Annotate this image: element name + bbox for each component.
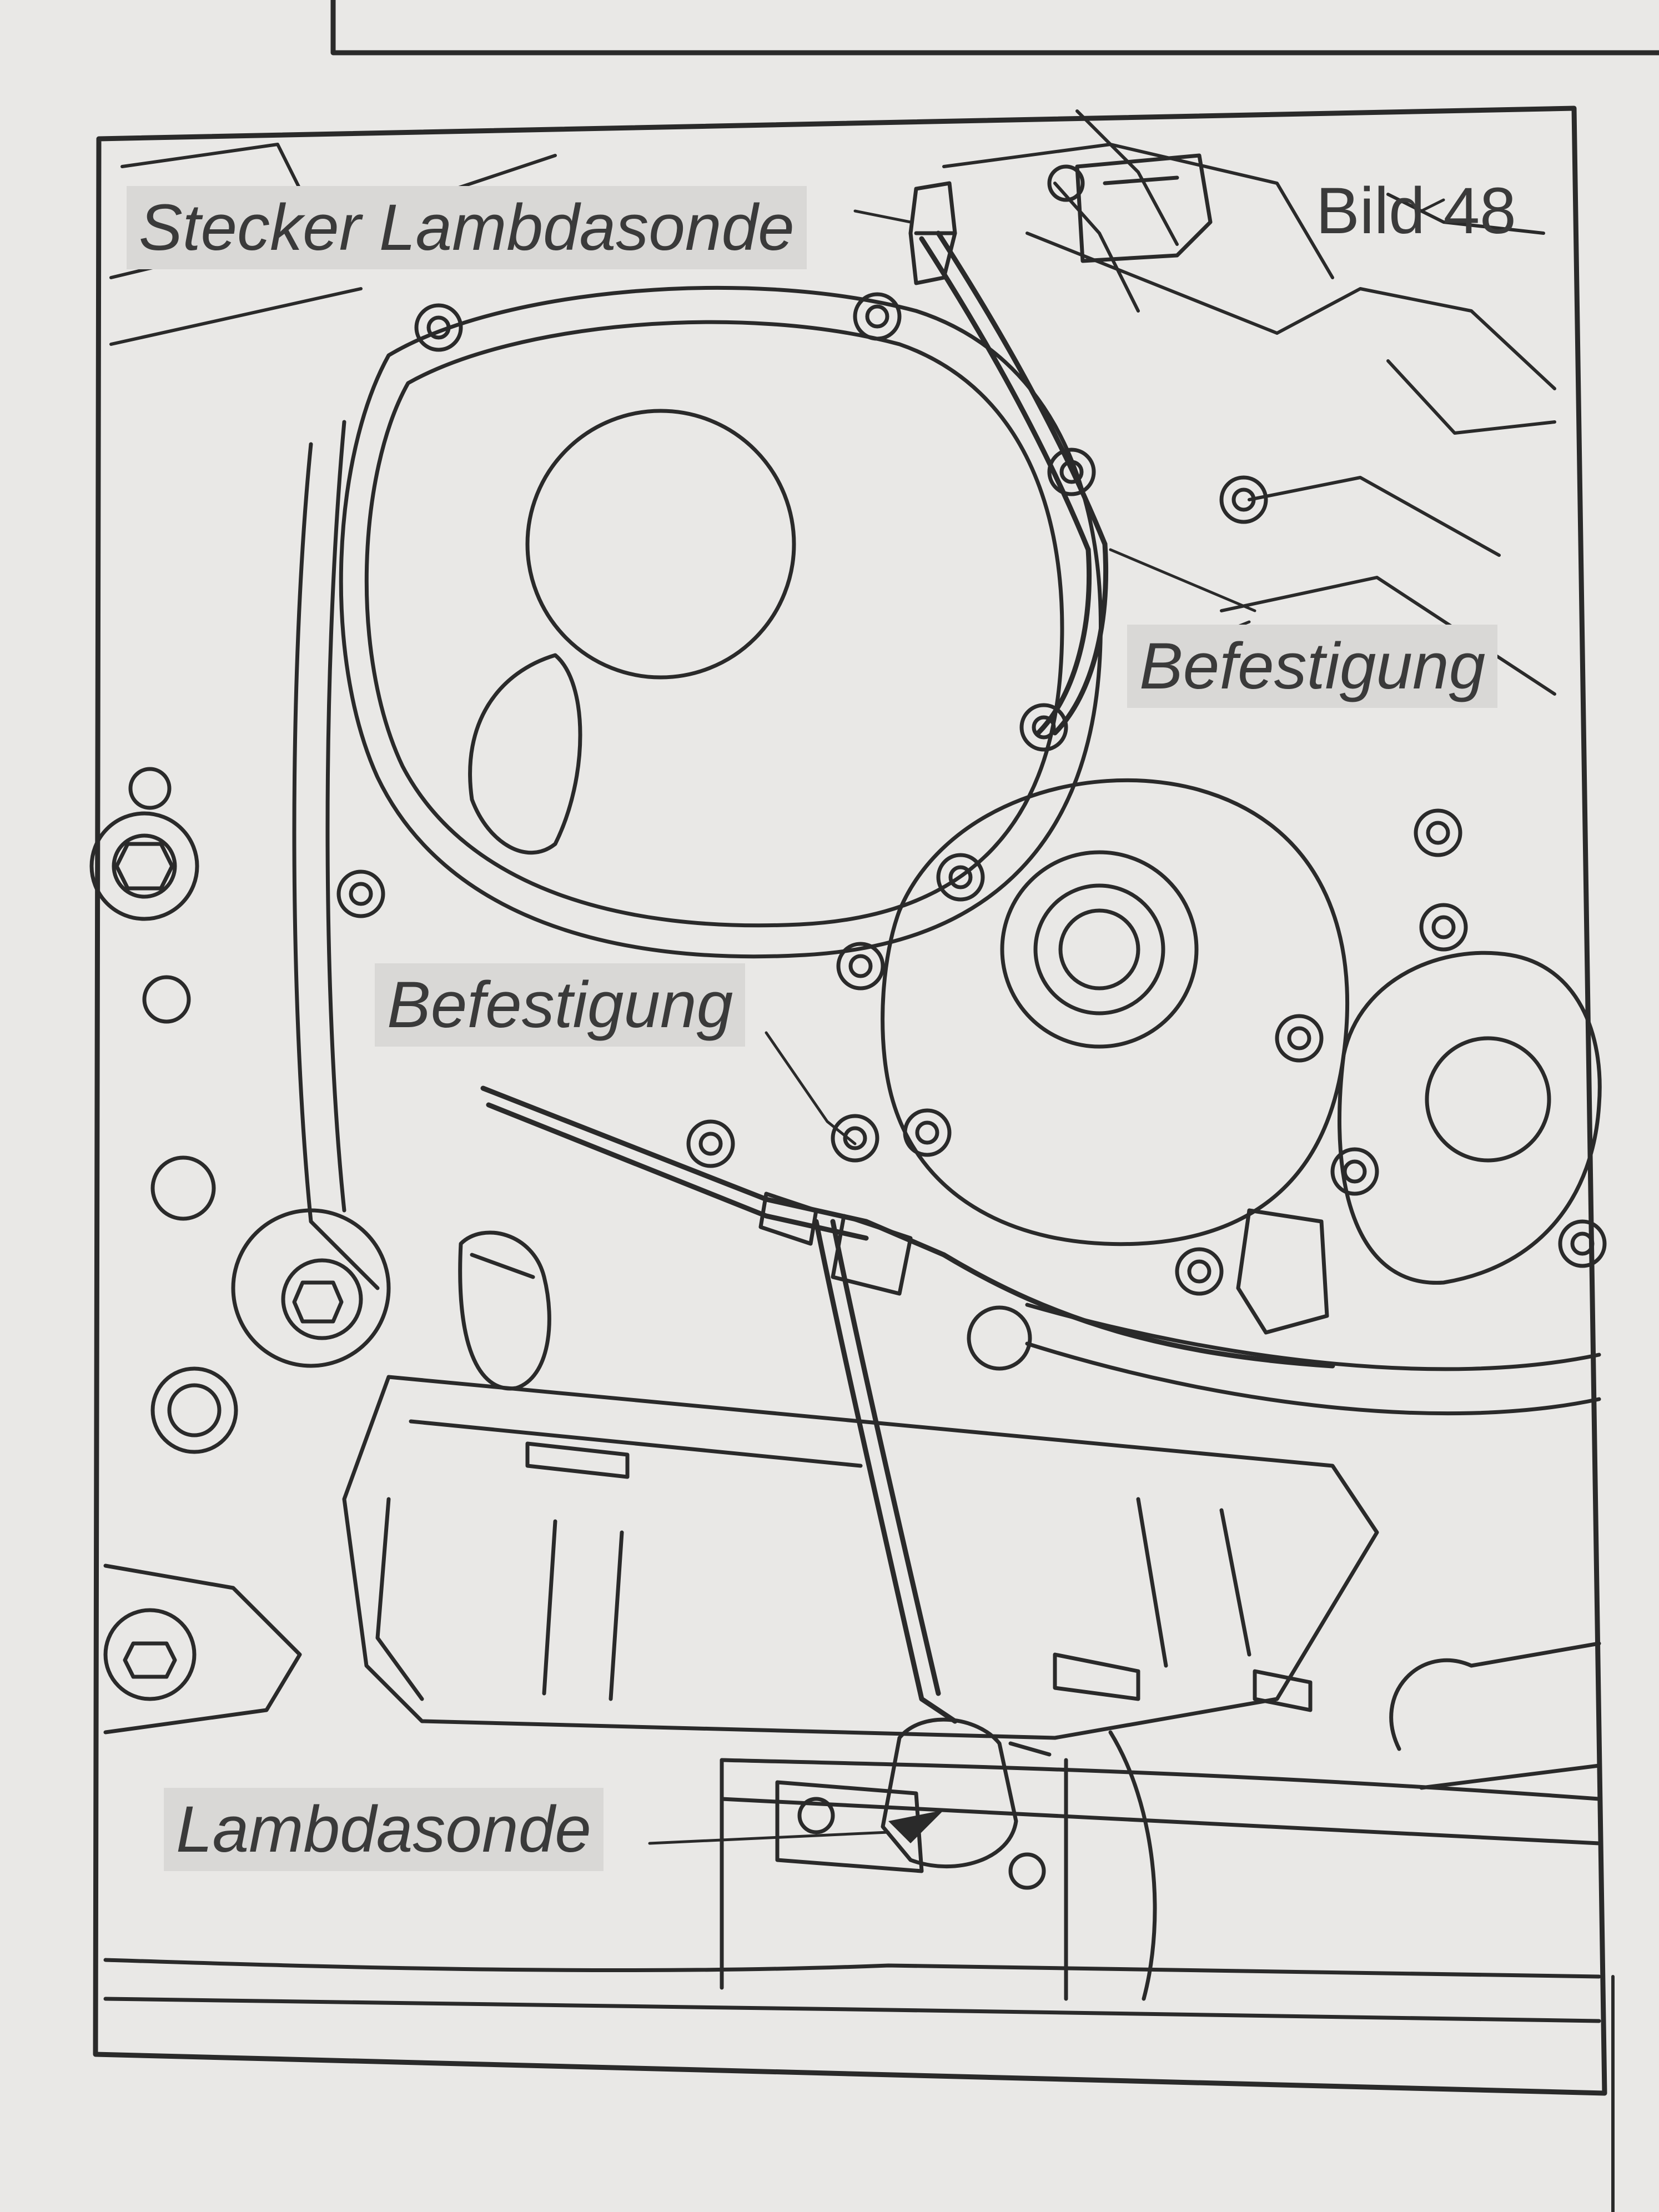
figure-number: Bild 48 xyxy=(1316,174,1516,248)
label-mount-lower: Befestigung xyxy=(375,963,746,1047)
lambda-connector xyxy=(908,181,957,285)
oil-pan xyxy=(342,1375,1379,1740)
label-connector-lambda-sensor: Stecker Lambdasonde xyxy=(127,186,807,269)
cable-clamp xyxy=(758,1192,1032,1371)
cylinder-head xyxy=(1047,153,1213,263)
starter-lug xyxy=(458,1208,1329,1391)
label-lambda-sensor: Lambdasonde xyxy=(164,1788,604,1871)
generator-cover xyxy=(881,778,1350,1246)
exhaust-pipe xyxy=(103,1730,1601,2023)
swingarm-pivot xyxy=(231,1208,391,1368)
lower-frame-tube xyxy=(1025,1303,1601,1790)
oil-pump-cover xyxy=(1338,951,1602,1285)
rear-bracket xyxy=(103,1564,302,1735)
sensor-arrow-icon xyxy=(888,1810,944,1843)
clutch-cover xyxy=(339,285,1103,959)
previous-figure-frame xyxy=(330,0,1659,56)
label-mount-upper: Befestigung xyxy=(1127,625,1498,708)
cover-bolts xyxy=(336,292,1607,1890)
lambda-sensor-body xyxy=(775,1717,1052,1873)
callout-leaders xyxy=(648,198,1445,1845)
left-frame-rail xyxy=(89,420,380,1454)
